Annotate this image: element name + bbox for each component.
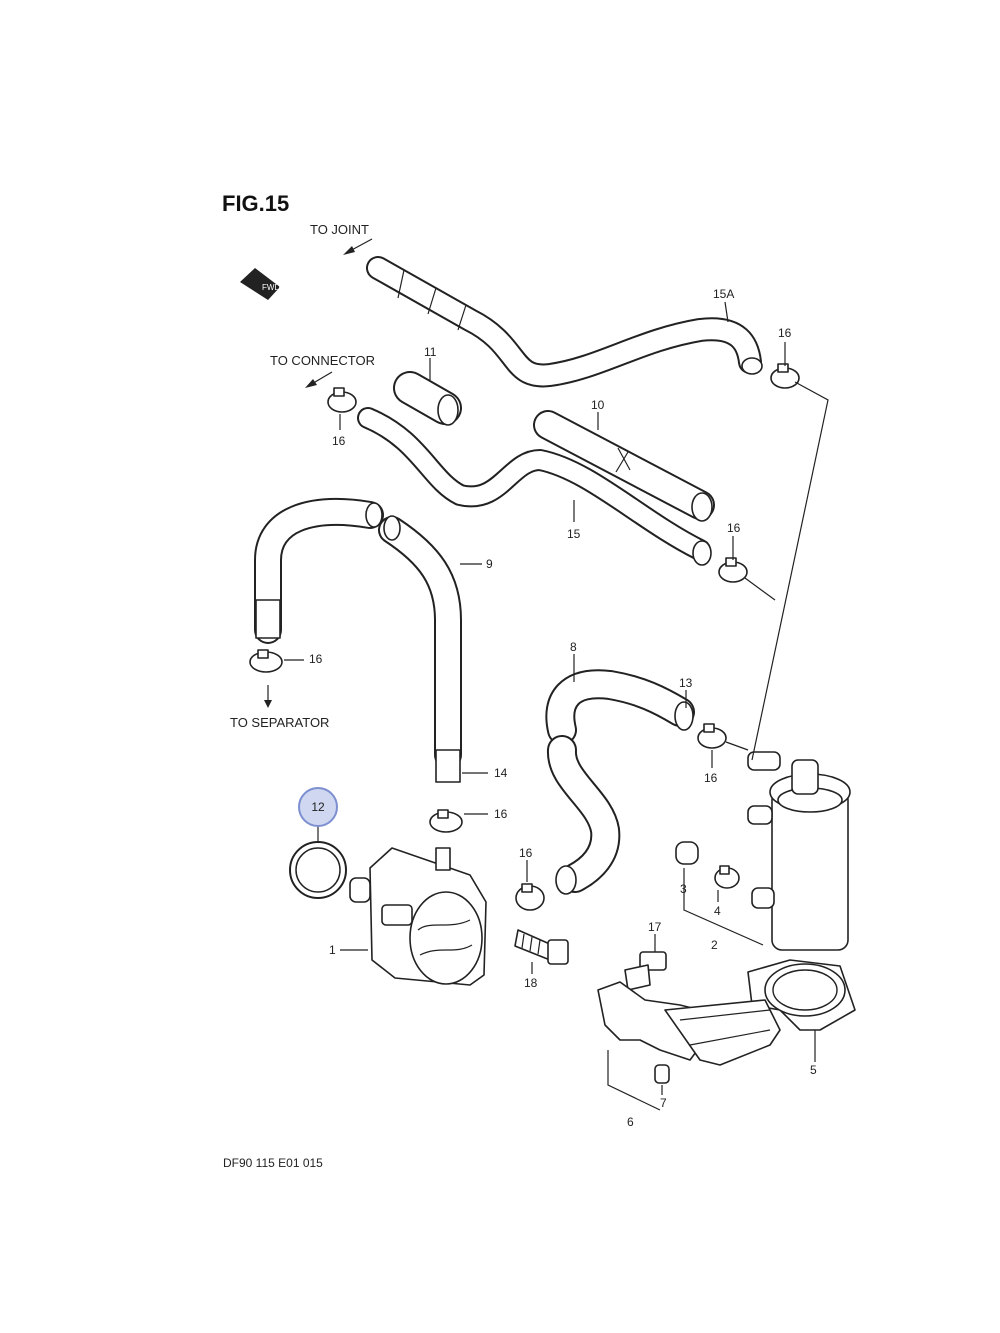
callout-16-g: 16 (519, 846, 533, 860)
callout-3: 3 (680, 882, 687, 896)
to-separator-arrow-icon (264, 685, 272, 708)
callout-8: 8 (570, 640, 577, 654)
callout-15: 15 (567, 527, 581, 541)
callout-16-c: 16 (727, 521, 741, 535)
to-connector-arrow-icon (305, 371, 333, 388)
tube-11 (393, 371, 462, 426)
to-joint-arrow-icon (343, 238, 373, 255)
note-to-connector: TO CONNECTOR (270, 353, 375, 368)
callout-14: 14 (494, 766, 508, 780)
callout-11: 11 (424, 345, 437, 359)
callout-16-f: 16 (704, 771, 718, 785)
hose-9 (378, 515, 462, 783)
o-ring-12 (289, 841, 347, 899)
callout-13: 13 (679, 676, 693, 690)
callout-10: 10 (591, 398, 605, 412)
clamp-icon-e (429, 809, 463, 833)
callout-4: 4 (714, 904, 721, 918)
callout-16-b: 16 (778, 326, 792, 340)
callout-18: 18 (524, 976, 538, 990)
callout-16-a: 16 (332, 434, 346, 448)
bolt-18 (514, 929, 569, 965)
note-to-separator: TO SEPARATOR (230, 715, 330, 730)
bolt-17 (624, 951, 667, 991)
callout-15a: 15A (713, 287, 735, 301)
callout-2: 2 (711, 938, 718, 952)
figure-title: FIG.15 (222, 191, 290, 216)
hose-8 (545, 669, 695, 895)
clamp-icon-f (697, 723, 727, 749)
hose-10 (533, 410, 715, 522)
diagram-code: DF90 115 E01 015 (223, 1156, 323, 1170)
callout-1: 1 (329, 943, 336, 957)
bracket-5 (747, 959, 856, 1031)
highlighted-callout-12[interactable]: 12 (298, 787, 338, 827)
svg-text:FWD: FWD (262, 283, 280, 292)
bracket-6 (597, 981, 781, 1066)
fwd-arrow-icon: FWD (240, 268, 280, 300)
callout-7: 7 (660, 1096, 667, 1110)
clamp-icon-a (327, 387, 357, 413)
fitting-3 (675, 841, 699, 865)
fuel-filter-2 (747, 751, 851, 951)
clamp-icon-g (515, 883, 545, 911)
leader-lines (284, 301, 829, 1111)
callout-5: 5 (810, 1063, 817, 1077)
clamp-icon-d (249, 649, 283, 673)
hose-15a (366, 256, 763, 388)
note-to-joint: TO JOINT (310, 222, 369, 237)
callout-6: 6 (627, 1115, 634, 1129)
pin-7 (654, 1064, 670, 1084)
callout-16-e: 16 (494, 807, 508, 821)
clamp-icon-h (714, 865, 740, 889)
callout-9: 9 (486, 557, 493, 571)
clamp-icon-b (770, 363, 800, 389)
hose-15 (357, 407, 712, 566)
fuel-pump-1 (349, 847, 487, 986)
callout-16-d: 16 (309, 652, 323, 666)
clamp-icon-c (718, 557, 748, 583)
callout-17: 17 (648, 920, 662, 934)
hose-separator (254, 498, 384, 644)
